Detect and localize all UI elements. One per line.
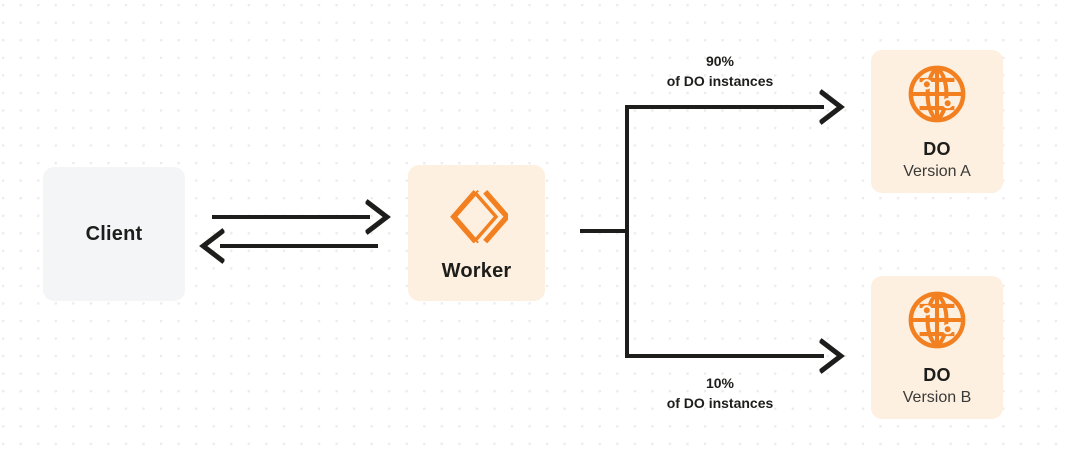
edge-label-do-a-caption: of DO instances xyxy=(666,72,774,89)
edge-label-do-a: 90% of DO instances xyxy=(620,52,820,92)
globe-icon xyxy=(906,63,968,125)
node-client-label: Client xyxy=(85,222,143,245)
node-do-b-sublabel: Version B xyxy=(902,389,972,407)
node-do-a-label: DO xyxy=(923,138,951,159)
node-do-version-b: DO Version B xyxy=(871,276,1003,419)
cloudflare-workers-icon xyxy=(446,186,511,248)
node-do-version-a: DO Version A xyxy=(871,50,1003,193)
node-worker: Worker xyxy=(408,165,545,301)
edge-label-do-a-percent: 90% xyxy=(705,53,735,69)
node-do-a-sublabel: Version A xyxy=(903,163,971,181)
edge-label-do-b-caption: of DO instances xyxy=(666,394,774,411)
edge-label-do-b-percent: 10% xyxy=(705,375,735,391)
node-worker-label: Worker xyxy=(441,259,512,282)
node-do-b-label: DO xyxy=(923,364,951,385)
node-client: Client xyxy=(43,167,185,301)
globe-icon xyxy=(906,289,968,351)
edge-label-do-b: 10% of DO instances xyxy=(620,374,820,414)
